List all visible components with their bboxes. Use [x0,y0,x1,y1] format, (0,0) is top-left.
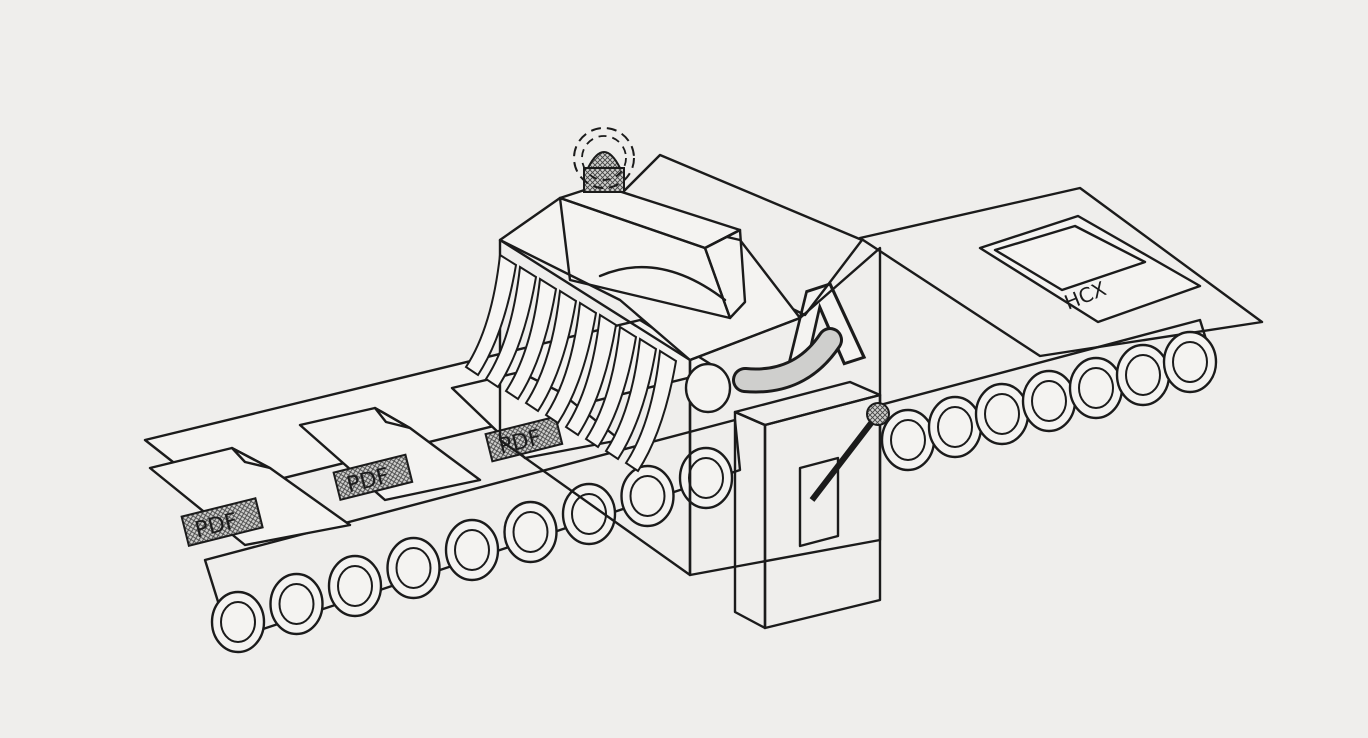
output-roller-hub [984,393,1020,435]
input-roller-hub [688,457,724,499]
input-roller-hub [337,565,373,607]
curtain-strip [604,337,658,461]
output-roller-hub [1125,354,1161,396]
output-hcx-card: HCX [978,214,1202,324]
output-roller-hub [890,419,926,461]
output-roller-hub [1078,367,1114,409]
input-roller-row [210,446,734,654]
processing-machine [464,127,890,630]
curtain-strip [524,289,578,413]
curtain-strip [584,325,638,449]
input-roller-hub [629,475,666,517]
input-roller-hub [220,601,256,643]
input-roller-hub [512,511,549,553]
input-roller-hub [278,583,315,625]
pdf-document-2: PDF [298,406,482,502]
curtain-strip [544,301,598,425]
output-roller-row [880,330,1218,472]
intake-curtain [464,253,678,473]
output-belt [858,186,1264,472]
input-roller-hub [395,547,432,589]
curtain-strip [484,265,538,389]
curtain-strip [464,253,518,377]
beacon-light-icon [573,127,635,193]
input-roller-hub [571,493,607,535]
output-roller-hub [1031,380,1067,422]
output-roller-hub [1172,341,1208,383]
curtain-strip [624,349,678,473]
output-roller-hub [937,406,973,448]
input-roller-hub [454,529,490,571]
curtain-strip [564,313,618,437]
curtain-strip [504,277,558,401]
